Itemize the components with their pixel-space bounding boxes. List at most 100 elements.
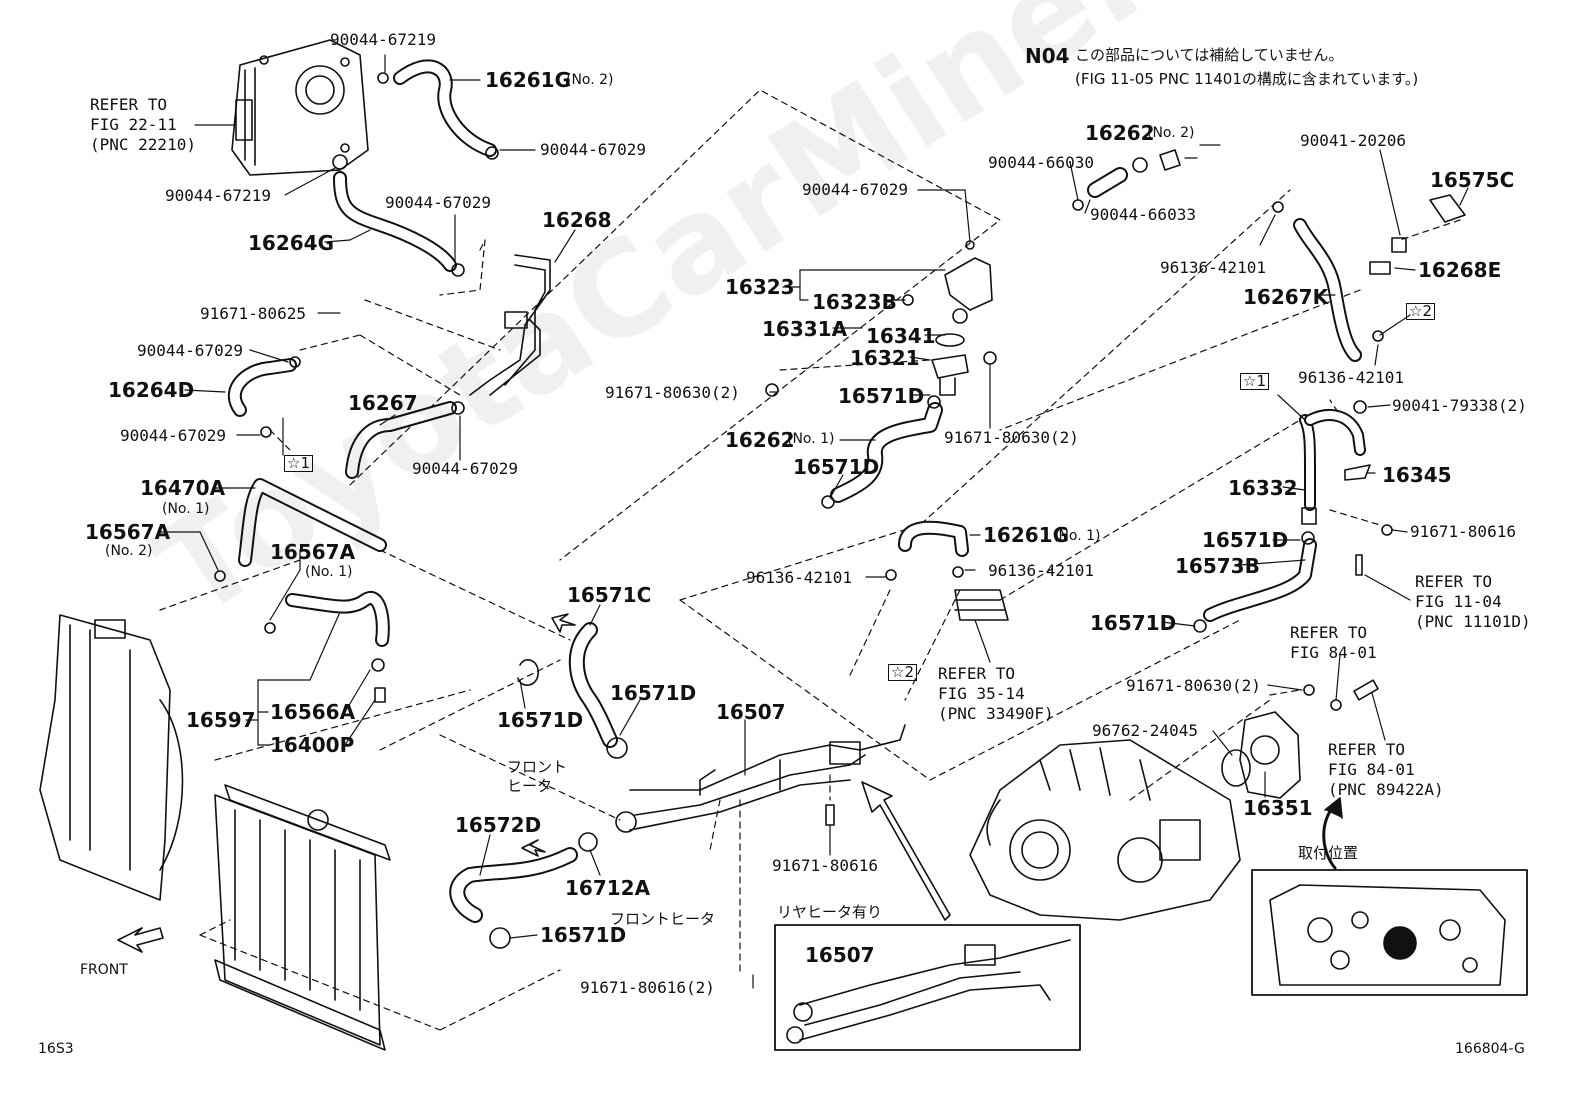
sensor-16268E xyxy=(1369,194,1466,275)
part-label: 16571C xyxy=(567,583,652,607)
part-label: 16571D xyxy=(497,708,584,732)
front-heater-label-1: フロント ヒータ xyxy=(507,758,568,795)
part-label: 16470A xyxy=(140,476,226,500)
part-label: 90044-67029 xyxy=(120,426,226,445)
front-arrow xyxy=(117,927,164,953)
mount-arrow xyxy=(1322,797,1343,870)
mount-position-label: 取付位置 xyxy=(1298,844,1359,862)
water-pipe-16507 xyxy=(615,724,906,833)
leader-lines xyxy=(159,54,1469,989)
figure-code-right: 166804-G xyxy=(1455,1041,1525,1057)
part-label: 16597 xyxy=(186,708,256,732)
hose-16567A xyxy=(264,591,390,703)
flow-arrow-lower xyxy=(521,839,546,857)
part-label: 96136-42101 xyxy=(1298,368,1404,387)
engine-illustration xyxy=(969,739,1241,921)
hose-16262-no1 xyxy=(821,395,943,509)
hose-16470A xyxy=(214,478,387,582)
part-label: 90044-66030 xyxy=(988,153,1094,172)
part-label: 16268 xyxy=(542,208,612,232)
hose-16262-no2 xyxy=(965,149,1181,250)
part-label: 16571D xyxy=(793,455,880,479)
part-label: 16264D xyxy=(108,378,195,402)
hose-16573B xyxy=(1193,531,1317,633)
front-heater-label-2: フロントヒータ xyxy=(610,910,716,928)
part-qualifier: (No. 2) xyxy=(105,543,153,559)
reference-mark: ☆2 xyxy=(888,664,917,681)
refer-throttle: REFER TO FIG 22-11 (PNC 22210) xyxy=(90,95,196,154)
part-label: 16400P xyxy=(270,733,355,757)
flow-arrow-upper xyxy=(551,613,576,633)
part-label: 16341 xyxy=(866,324,936,348)
part-label: 16573B xyxy=(1175,554,1260,578)
note-line-1: この部品については補給していません。 xyxy=(1075,46,1344,64)
part-label: 16507 xyxy=(716,700,786,724)
radiator-support-illustration xyxy=(39,614,184,901)
hose-16267 xyxy=(345,401,465,479)
hose-16261G-no2 xyxy=(377,59,499,160)
part-label: 16262 xyxy=(1085,121,1155,145)
part-qualifier: (No. 2) xyxy=(1147,125,1195,141)
part-qualifier: (No. 1) xyxy=(305,564,353,580)
part-label: 16571D xyxy=(1090,611,1177,635)
dashed-guide-lines xyxy=(159,89,1461,1031)
note-code: N04 xyxy=(1025,44,1070,68)
part-label: 91671-80625 xyxy=(200,304,306,323)
refer-fig-84-01-b: REFER TO FIG 84-01 (PNC 89422A) xyxy=(1328,740,1444,799)
part-label: 16571D xyxy=(610,681,697,705)
refer-fig-11-04: REFER TO FIG 11-04 (PNC 11101D) xyxy=(1415,572,1531,631)
part-label: 16323 xyxy=(725,275,795,299)
part-label: 91671-80616 xyxy=(772,856,878,875)
part-label: 91671-80630(2) xyxy=(1126,676,1261,695)
reference-mark: ☆2 xyxy=(1406,303,1435,320)
part-label: 16712A xyxy=(565,876,651,900)
mount-position-inset xyxy=(1251,869,1528,996)
part-label: 16351 xyxy=(1243,796,1313,820)
part-label: 96136-42101 xyxy=(746,568,852,587)
reference-mark: ☆1 xyxy=(1240,373,1269,390)
refer-fig-84-01-a: REFER TO FIG 84-01 xyxy=(1290,623,1377,662)
note-line-2: (FIG 11-05 PNC 11401の構成に含まれています。) xyxy=(1075,70,1419,88)
part-label: 90044-67029 xyxy=(137,341,243,360)
part-label: 16571D xyxy=(540,923,627,947)
rear-heater-label: リヤヒータ有り xyxy=(777,903,883,921)
front-label: FRONT xyxy=(80,962,128,978)
hose-16571C xyxy=(517,622,628,759)
part-label: 90044-67029 xyxy=(412,459,518,478)
part-label: 16261G xyxy=(485,68,571,92)
hose-16264G xyxy=(332,154,465,277)
part-label: 16264G xyxy=(248,231,334,255)
part-label: 91671-80630(2) xyxy=(944,428,1079,447)
part-label: 16331A xyxy=(762,317,848,341)
part-label: 90044-67219 xyxy=(330,30,436,49)
part-label: 16575C xyxy=(1430,168,1515,192)
part-label: 16321 xyxy=(850,346,920,370)
part-label: 16262 xyxy=(725,428,795,452)
part-label: 90044-67029 xyxy=(540,140,646,159)
part-label: 16323B xyxy=(812,290,897,314)
part-label: 16268E xyxy=(1418,258,1502,282)
part-label: 90044-67219 xyxy=(165,186,271,205)
hose-16261G-no1 xyxy=(885,520,1009,621)
part-qualifier: (No. 1) xyxy=(1053,528,1101,544)
part-label: 16567A xyxy=(270,540,356,564)
figure-code-left: 16S3 xyxy=(38,1041,74,1057)
hose-16267K xyxy=(1272,201,1384,362)
part-label: 16566A xyxy=(270,700,356,724)
part-label: 90041-20206 xyxy=(1300,131,1406,150)
part-label: 16567A xyxy=(85,520,171,544)
water-inlet-16351 xyxy=(1221,679,1379,799)
hose-16572D xyxy=(449,832,598,949)
part-label: 16507 xyxy=(805,943,875,967)
part-label: 90044-67029 xyxy=(385,193,491,212)
part-label: 16332 xyxy=(1228,476,1298,500)
part-label: 96136-42101 xyxy=(1160,258,1266,277)
part-label: 16345 xyxy=(1382,463,1452,487)
part-label: 16267K xyxy=(1243,285,1329,309)
throttle-body-illustration xyxy=(231,39,369,176)
part-label: 90044-66033 xyxy=(1090,205,1196,224)
pipe-16268 xyxy=(469,254,551,396)
part-label: 16572D xyxy=(455,813,542,837)
part-label: 16267 xyxy=(348,391,418,415)
